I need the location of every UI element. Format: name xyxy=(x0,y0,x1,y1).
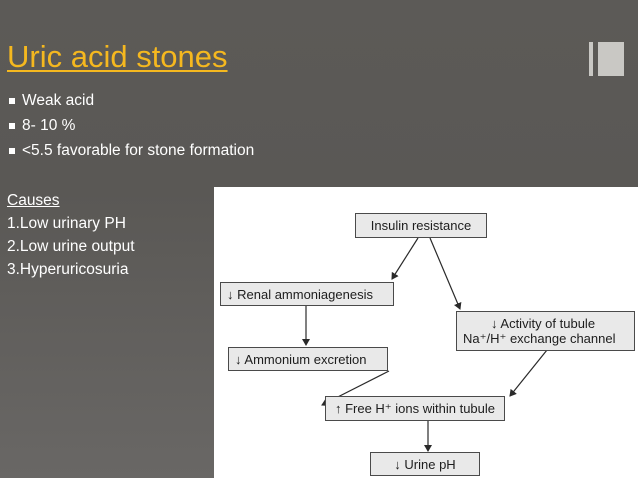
node-ammonium-excretion: ↓ Ammonium excretion xyxy=(228,347,388,371)
decorative-bar-thin xyxy=(589,42,593,76)
arrow-tubule-to-freeh xyxy=(509,349,548,397)
decorative-bar-thick xyxy=(598,42,624,76)
node-renal-ammoniagenesis: ↓ Renal ammoniagenesis xyxy=(220,282,394,306)
bullet-marker-icon xyxy=(9,97,15,104)
bullet-text: Weak acid xyxy=(22,92,95,109)
slide-title: Uric acid stones xyxy=(7,39,228,74)
flowchart-image: Insulin resistance ↓ Renal ammoniagenesi… xyxy=(214,187,638,478)
node-label: ↓ Activity of tubule xyxy=(491,316,596,331)
bullet-item: 8- 10 % xyxy=(9,113,254,138)
node-label: ↓ Urine pH xyxy=(394,456,456,472)
bullet-marker-icon xyxy=(9,147,15,154)
arrow-insulin-to-renal xyxy=(391,237,419,280)
node-label: Na⁺/H⁺ exchange channel xyxy=(463,331,616,346)
bullet-item: <5.5 favorable for stone formation xyxy=(9,138,254,163)
bullet-list: Weak acid 8- 10 % <5.5 favorable for sto… xyxy=(9,88,254,163)
bullet-text: <5.5 favorable for stone formation xyxy=(22,142,255,159)
node-label: ↓ Ammonium excretion xyxy=(235,351,367,367)
bullet-marker-icon xyxy=(9,122,15,129)
node-label: ↓ Renal ammoniagenesis xyxy=(227,286,373,302)
node-label: ↑ Free H⁺ ions within tubule xyxy=(334,401,496,416)
node-urine-ph: ↓ Urine pH xyxy=(370,452,480,476)
causes-section: Causes 1.Low urinary PH 2.Low urine outp… xyxy=(7,190,135,281)
cause-item: 3.Hyperuricosuria xyxy=(7,261,129,278)
bullet-item: Weak acid xyxy=(9,88,254,113)
node-insulin-resistance: Insulin resistance xyxy=(355,213,487,238)
node-tubule-activity: ↓ Activity of tubule Na⁺/H⁺ exchange cha… xyxy=(456,311,635,351)
cause-item: 1.Low urinary PH xyxy=(7,215,126,232)
bullet-text: 8- 10 % xyxy=(22,117,76,134)
cause-item: 2.Low urine output xyxy=(7,238,135,255)
node-free-h-ions: ↑ Free H⁺ ions within tubule xyxy=(325,396,505,421)
arrow-insulin-to-tubule xyxy=(429,237,462,310)
node-label: Insulin resistance xyxy=(370,218,472,233)
causes-heading: Causes xyxy=(7,192,60,209)
